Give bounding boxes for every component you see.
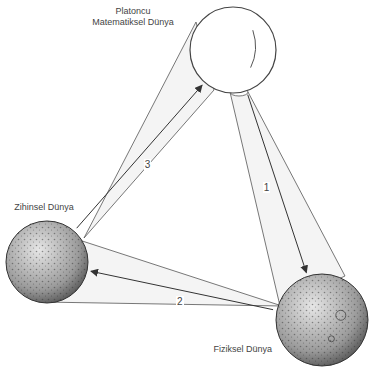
world-label: Platoncu Matematiksel Dünya bbox=[88, 6, 178, 28]
world-shape bbox=[5, 220, 89, 304]
world-shape bbox=[275, 273, 369, 367]
influence-arrow bbox=[248, 95, 307, 273]
arrow-number: 1 bbox=[263, 182, 271, 193]
physical-world: Fiziksel Dünya bbox=[275, 273, 369, 367]
world-shape bbox=[189, 6, 277, 94]
influence-arrow bbox=[91, 271, 273, 309]
world-label: Zihinsel Dünya bbox=[4, 202, 84, 213]
arrow-number: 3 bbox=[144, 159, 152, 170]
platonic-world: Platoncu Matematiksel Dünya bbox=[189, 6, 277, 94]
world-label: Fiziksel Dünya bbox=[200, 344, 272, 355]
influence-arrow bbox=[77, 85, 202, 228]
arrow-number: 2 bbox=[176, 296, 184, 307]
mental-world: Zihinsel Dünya bbox=[5, 220, 89, 304]
